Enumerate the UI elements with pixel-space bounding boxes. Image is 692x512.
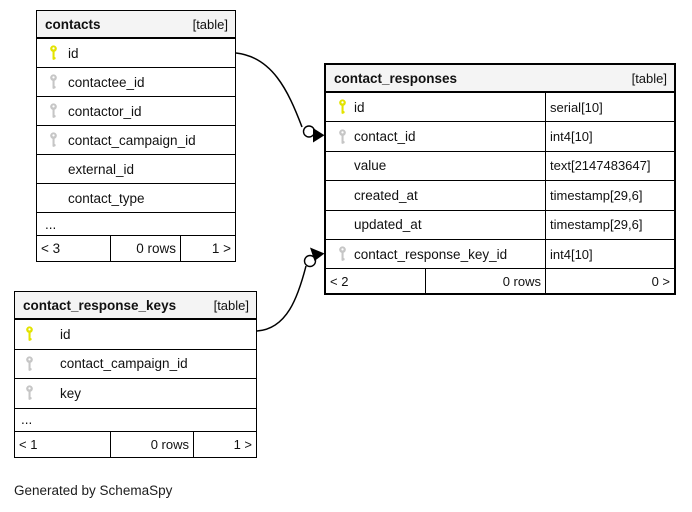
column-name: contact_campaign_id — [60, 356, 188, 372]
related-tables-in[interactable]: < 1 — [19, 436, 38, 452]
related-tables-in[interactable]: < 3 — [41, 241, 61, 256]
arrowhead-icon — [310, 247, 325, 261]
column-name: id — [68, 45, 79, 61]
related-tables-in[interactable]: < 2 — [330, 273, 349, 289]
column-name: key — [60, 385, 82, 401]
column-type: int4[10] — [545, 122, 674, 151]
column-row-created-at[interactable]: created_at timestamp[29,6] — [326, 180, 674, 210]
primary-key-icon — [49, 45, 58, 62]
generator-credit: Generated by SchemaSpy — [14, 483, 173, 498]
column-row-external-id[interactable]: external_id — [37, 154, 235, 183]
more-columns-indicator[interactable]: ... — [15, 407, 256, 431]
column-type: timestamp[29,6] — [545, 181, 674, 210]
foreign-key-icon — [338, 246, 347, 263]
column-name: contactor_id — [68, 103, 142, 119]
arrowhead-icon — [313, 128, 325, 143]
column-row-id[interactable]: id — [15, 319, 256, 349]
column-type: serial[10] — [545, 93, 674, 122]
table-title: contacts — [45, 16, 101, 32]
foreign-key-icon — [25, 385, 34, 402]
more-columns-indicator[interactable]: ... — [37, 212, 235, 235]
table-header-contacts[interactable]: contacts [table] — [37, 11, 235, 38]
column-row-contact-id[interactable]: contact_id int4[10] — [326, 121, 674, 151]
foreign-key-icon — [25, 355, 34, 372]
foreign-key-icon — [49, 132, 58, 149]
column-row-id[interactable]: id serial[10] — [326, 92, 674, 122]
column-name: contact_response_key_id — [354, 246, 508, 262]
table-title: contact_responses — [334, 70, 458, 86]
related-tables-out[interactable]: 0 > — [545, 269, 674, 293]
foreign-key-icon — [49, 103, 58, 120]
column-name: id — [354, 99, 365, 115]
table-footer: < 1 0 rows 1 > — [15, 430, 256, 457]
column-name: contact_type — [68, 190, 145, 206]
column-row-id[interactable]: id — [37, 38, 235, 67]
table-contacts: contacts [table] id contactee_id contact… — [36, 10, 236, 262]
primary-key-icon — [338, 99, 347, 116]
column-name: contactee_id — [68, 74, 145, 90]
row-count: 0 rows — [110, 431, 193, 457]
column-name: contact_campaign_id — [68, 132, 196, 148]
ellipsis-label: ... — [45, 216, 57, 232]
table-footer: < 3 0 rows 1 > — [37, 235, 235, 261]
row-count: 0 rows — [110, 236, 180, 261]
column-row-key[interactable]: key — [15, 378, 256, 408]
foreign-key-icon — [338, 128, 347, 145]
cardinality-circle — [302, 125, 316, 138]
table-type-badge: [table] — [192, 16, 228, 32]
primary-key-icon — [25, 326, 34, 343]
column-row-contactee-id[interactable]: contactee_id — [37, 67, 235, 96]
fk-line-keys-to-responses — [256, 265, 307, 332]
column-row-contact-campaign-id[interactable]: contact_campaign_id — [15, 348, 256, 379]
column-name: created_at — [354, 187, 418, 203]
ellipsis-label: ... — [21, 412, 33, 428]
foreign-key-icon — [49, 74, 58, 91]
column-row-contact-type[interactable]: contact_type — [37, 183, 235, 212]
column-type: text[2147483647] — [545, 151, 674, 181]
column-row-updated-at[interactable]: updated_at timestamp[29,6] — [326, 209, 674, 239]
related-tables-out[interactable]: 1 > — [193, 431, 256, 457]
table-contact-response-keys: contact_response_keys [table] id contact… — [14, 291, 257, 458]
column-row-contact-campaign-id[interactable]: contact_campaign_id — [37, 125, 235, 154]
column-name: updated_at — [354, 217, 422, 233]
table-contact-responses: contact_responses [table] id serial[10] … — [324, 63, 676, 295]
table-type-badge: [table] — [631, 70, 667, 86]
table-header-contact-responses[interactable]: contact_responses [table] — [326, 65, 674, 92]
table-title: contact_response_keys — [23, 297, 177, 313]
column-row-value[interactable]: value text[2147483647] — [326, 150, 674, 181]
column-row-contact-response-key-id[interactable]: contact_response_key_id int4[10] — [326, 238, 674, 269]
table-footer: < 2 0 rows 0 > — [326, 268, 674, 293]
column-name: contact_id — [354, 129, 416, 145]
table-header-contact-response-keys[interactable]: contact_response_keys [table] — [15, 292, 256, 319]
column-type: int4[10] — [545, 239, 674, 269]
column-type: timestamp[29,6] — [545, 210, 674, 239]
column-row-contactor-id[interactable]: contactor_id — [37, 96, 235, 125]
related-tables-out[interactable]: 1 > — [180, 236, 235, 261]
table-type-badge: [table] — [213, 297, 249, 313]
column-name: id — [60, 326, 71, 342]
row-count: 0 rows — [425, 269, 545, 293]
column-name: external_id — [68, 161, 135, 177]
column-name: value — [354, 158, 387, 174]
cardinality-circle — [303, 254, 317, 268]
fk-line-contacts-to-responses — [235, 52, 303, 128]
